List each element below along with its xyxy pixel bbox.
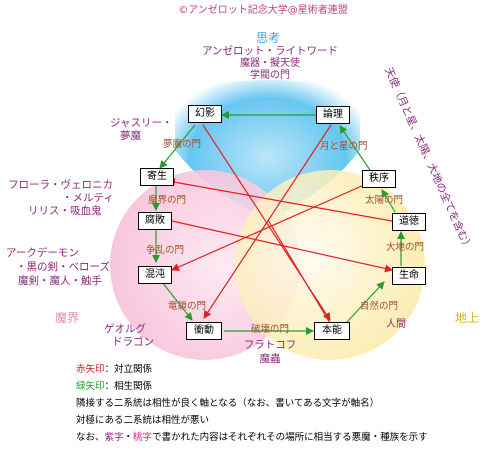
node-honno: 本能 [314,322,350,340]
region-right-label: 地上 [455,311,480,325]
node-kisei: 寄生 [140,168,174,186]
top-label-2: 学閥の門 [250,70,290,81]
gate-daichi: 大地の門 [386,242,425,253]
gate-taiyo: 太陽の門 [365,195,404,206]
arrow-fuhai-seimei [171,220,393,273]
legend-green-suffix: ：相生関係 [104,381,153,392]
garrow-dotoku-chitsujo [381,189,396,213]
gate-tsuki: 月と星の門 [320,141,368,152]
region-left-label: 魔界 [55,311,80,325]
arrow-honno-kisei-line [267,219,331,324]
legend-line-5: なお、紫字・桃字で書かれた内容はそれぞれその場所に相当する悪魔・種族を示す [76,433,428,443]
node-konton: 混沌 [138,266,172,284]
node-chitsujo: 秩序 [362,170,396,188]
genei-label-0: ジャスリー・ [110,117,173,129]
region-yellow [235,170,425,360]
legend-green: 緑矢印：相生関係 [76,382,152,392]
gate-shizen: 自然の門 [360,301,399,312]
garrow-honno-seimei [346,281,385,323]
legend-green-prefix: 緑矢印 [76,381,105,392]
node-ronri: 論理 [316,106,350,124]
gate-hakai: 破壊の門 [250,324,290,335]
kisei-label-1: ・メルティ [62,192,114,204]
node-shodo: 衝動 [186,322,222,340]
garrow-genei-kisei [159,124,196,169]
arrow-chitsujo-konton [171,184,365,271]
legend-line-5-b: で書かれた内容はそれぞれその場所に相当する悪魔・種族を示す [152,432,428,443]
legend-line-5-pink: 桃字 [133,432,153,443]
konton-label-2: 魔剣・魔人・触手 [18,275,102,287]
genei-label-1: 夢魔 [120,130,141,142]
node-seimei: 生命 [392,267,426,285]
gate-makai: 魔界の門 [148,195,187,206]
garrow-konton-shodo [161,281,193,321]
top-label-1: 魔器・擬天使 [240,58,300,69]
legend-red: 赤矢印：対立関係 [76,365,152,375]
konton-label-1: ・黒の剣・ベローズ [16,261,110,273]
copyright: ©アンゼロット記念大学@星術者連盟 [178,5,348,16]
garrow-chitsujo-ronri [339,125,371,171]
arrow-dotoku-kisei [167,178,393,222]
node-genei: 幻影 [188,105,222,123]
node-dotoku: 道徳 [392,213,426,231]
seimei-label-0: 人間 [386,319,406,330]
shodo-label-0: ゲオルグ [104,323,146,335]
gate-ryugon: 竜鎖の門 [168,301,207,312]
kisei-label-0: フローラ・ヴェロニカ [8,179,113,191]
legend-line-5-a: なお、 [76,432,105,443]
top-label-0: アンゼロット・ライトワード [201,45,339,57]
region-top-label: 思考 [255,31,281,45]
legend-line-3: 隣接する二系統は相性が良く軸となる（なお、書いてある文字が軸名） [76,398,380,409]
node-fuhai: 腐敗 [138,212,172,230]
konton-label-0: アークデーモン [6,247,79,259]
legend-red-prefix: 赤矢印 [76,364,105,375]
honno-label-0: フラトコフ [243,339,297,351]
shodo-label-1: ドラゴン [112,336,154,348]
legend-line-4: 対極にある二系統は相性が悪い [76,415,210,426]
kisei-label-2: リリス・吸血鬼 [28,205,102,217]
honno-label-1: 魔蟲 [259,353,281,365]
legend-line-5-purple: 紫字 [104,432,124,443]
gate-yume: 夢魔の門 [163,139,202,150]
arrow-ronri-shodo [203,124,332,319]
gate-soran: 争乱の門 [146,245,185,256]
legend-red-suffix: ：対立関係 [104,364,153,375]
legend-line-5-sep: ・ [123,432,134,443]
